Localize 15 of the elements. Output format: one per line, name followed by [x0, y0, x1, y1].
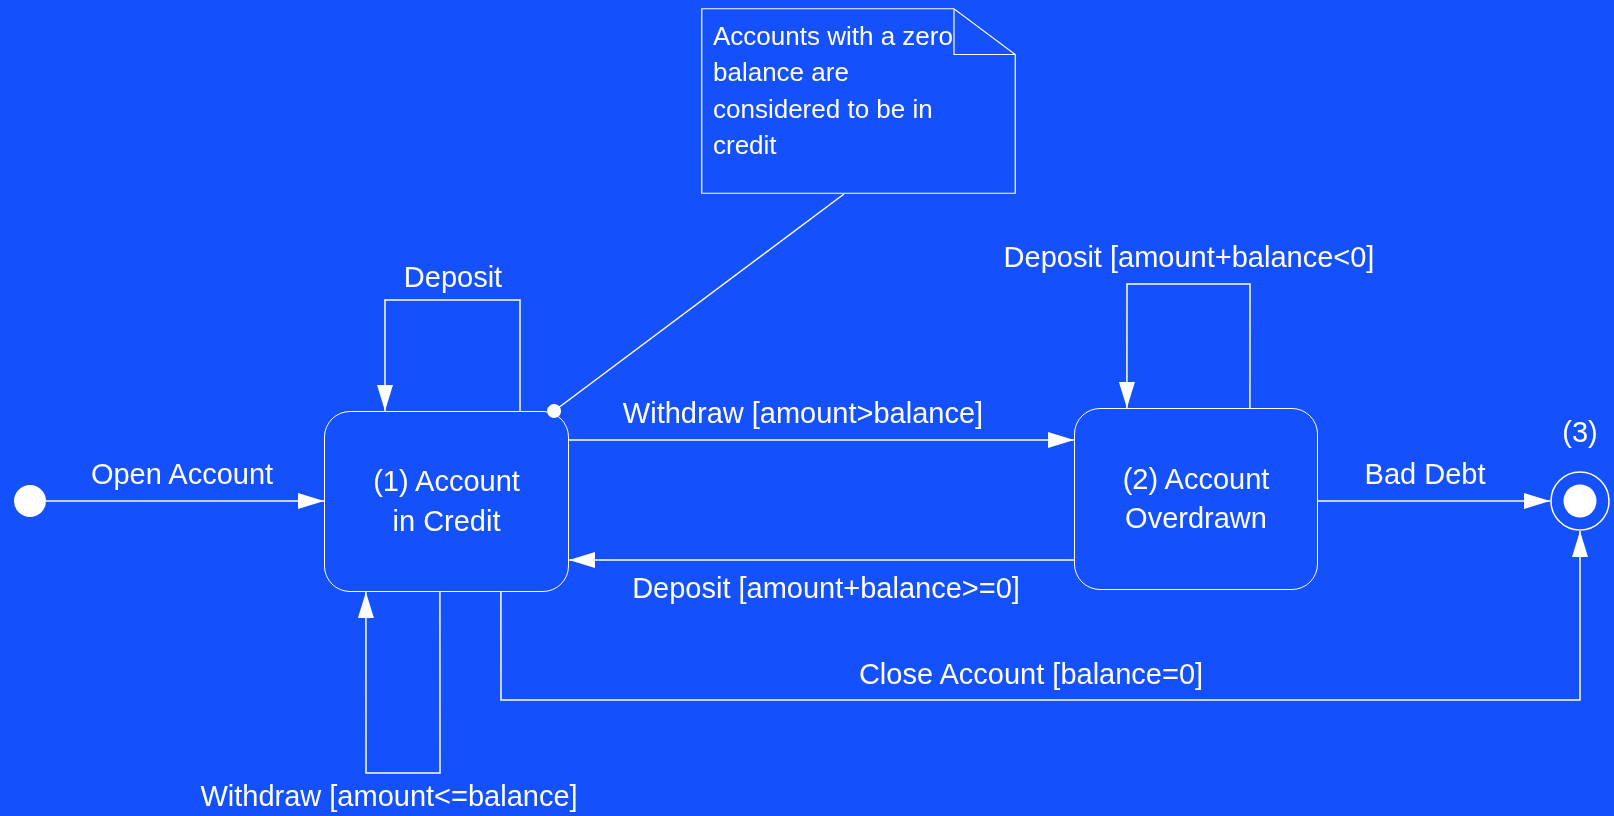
final-state	[1550, 471, 1610, 531]
transition-arrow	[1118, 283, 1251, 409]
transition-arrow	[45, 493, 325, 509]
initial-state	[14, 485, 46, 517]
state-number: (3)	[1562, 415, 1598, 449]
transition-arrow	[377, 299, 521, 412]
transition-arrow	[568, 552, 1075, 568]
transition-arrow	[357, 591, 441, 774]
transition-arrow	[500, 530, 1588, 701]
leader-line	[547, 193, 845, 418]
transition-arrow	[568, 432, 1075, 448]
transition-arrow	[1317, 493, 1551, 509]
state-box: (1) Account in Credit	[324, 411, 569, 592]
note-box: Accounts with a zero balance are considered to be in credit	[701, 8, 1016, 194]
state-box: (2) Account Overdrawn	[1074, 408, 1318, 590]
